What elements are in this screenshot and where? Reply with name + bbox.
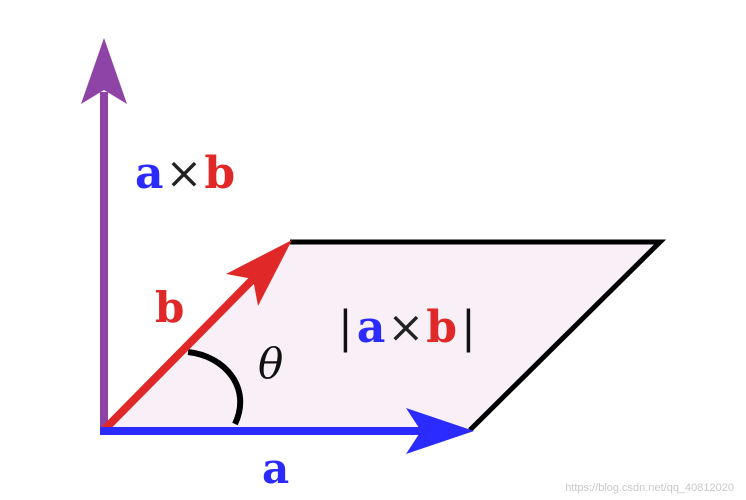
vector-b-shaft bbox=[101, 267, 265, 433]
cross-label-b: b bbox=[204, 148, 235, 199]
vector-b-label: b bbox=[155, 283, 184, 332]
angle-theta-label: θ bbox=[258, 339, 283, 388]
cross-product-label: a×b bbox=[135, 148, 235, 199]
vector-b-arrowhead bbox=[226, 240, 292, 306]
area-bar-right: | bbox=[461, 302, 476, 353]
area-label-a: a bbox=[357, 302, 386, 353]
parallelogram-outline bbox=[290, 239, 667, 432]
cross-label-a: a bbox=[135, 148, 164, 199]
cross-product-arrowhead bbox=[81, 38, 127, 104]
watermark-text: https://blog.csdn.net/qq_40812020 bbox=[565, 482, 734, 494]
cross-label-times: × bbox=[166, 148, 203, 199]
angle-arc bbox=[187, 349, 244, 426]
area-label: |a×b| bbox=[338, 302, 476, 353]
area-label-b: b bbox=[426, 302, 457, 353]
area-bar-left: | bbox=[338, 302, 353, 353]
vector-a-arrowhead bbox=[406, 408, 474, 454]
area-label-times: × bbox=[387, 302, 424, 353]
vector-a-label: a bbox=[262, 444, 289, 493]
